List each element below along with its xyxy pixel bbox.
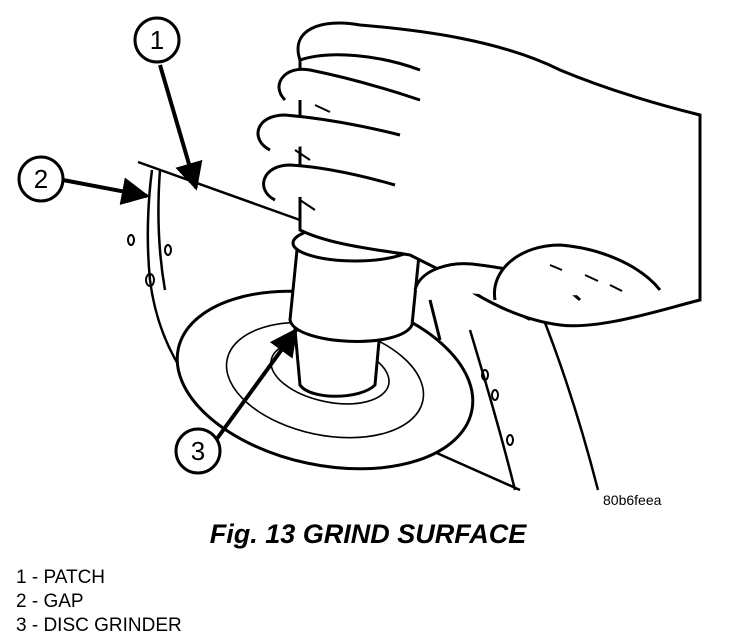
arrow-1 bbox=[158, 64, 203, 191]
callout-3: 3 bbox=[174, 427, 222, 475]
arrow-3 bbox=[214, 327, 298, 442]
callout-2: 2 bbox=[17, 155, 65, 203]
callout-1: 1 bbox=[133, 16, 181, 64]
legend-item-gap: 2 - GAP bbox=[16, 591, 84, 612]
svg-text:3: 3 bbox=[191, 436, 205, 466]
hand bbox=[256, 21, 702, 341]
figure-code: 80b6feea bbox=[603, 492, 662, 508]
knuckle-details bbox=[294, 104, 623, 321]
figure-caption: Fig. 13 GRIND SURFACE bbox=[209, 519, 527, 549]
legend-item-patch: 1 - PATCH bbox=[16, 567, 106, 588]
callout-arrows bbox=[62, 64, 298, 442]
illustration: 1 2 3 bbox=[17, 16, 702, 492]
legend-item-disc-grinder: 3 - DISC GRINDER bbox=[16, 615, 182, 636]
svg-text:2: 2 bbox=[34, 164, 48, 194]
legend: 1 - PATCH 2 - GAP 3 - DISC GRINDER bbox=[16, 566, 182, 638]
arrow-2 bbox=[62, 177, 150, 206]
svg-text:1: 1 bbox=[150, 25, 164, 55]
patch-marks bbox=[127, 234, 514, 446]
